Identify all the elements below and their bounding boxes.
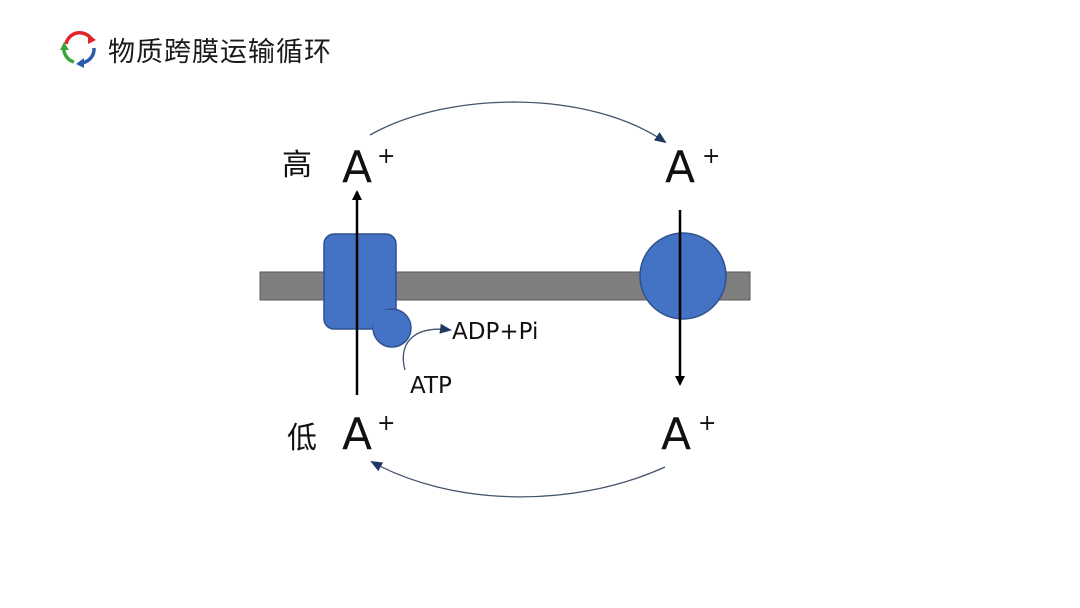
ion-top-right: A bbox=[665, 142, 695, 193]
atp-pump-protein bbox=[323, 233, 412, 348]
atp-hydrolysis-arrow bbox=[402, 323, 452, 371]
ion-bottom-right: A bbox=[661, 409, 691, 460]
charge-top-right: + bbox=[702, 144, 720, 169]
ion-bottom-left: A bbox=[342, 409, 372, 460]
atp-label: ATP bbox=[410, 373, 452, 399]
page-title: 物质跨膜运输循环 bbox=[108, 37, 332, 68]
label-high: 高 bbox=[282, 148, 312, 183]
charge-top-left: + bbox=[377, 144, 395, 169]
ion-top-left: A bbox=[342, 142, 372, 193]
cycle-arrows-icon bbox=[60, 31, 96, 68]
charge-bottom-right: + bbox=[698, 411, 716, 436]
charge-bottom-left: + bbox=[377, 411, 395, 436]
channel-protein bbox=[639, 232, 727, 320]
top-cycle-arc bbox=[369, 101, 667, 144]
products-label: ADP+Pi bbox=[452, 319, 538, 345]
bottom-cycle-arc bbox=[370, 461, 666, 498]
label-low: 低 bbox=[287, 421, 317, 456]
